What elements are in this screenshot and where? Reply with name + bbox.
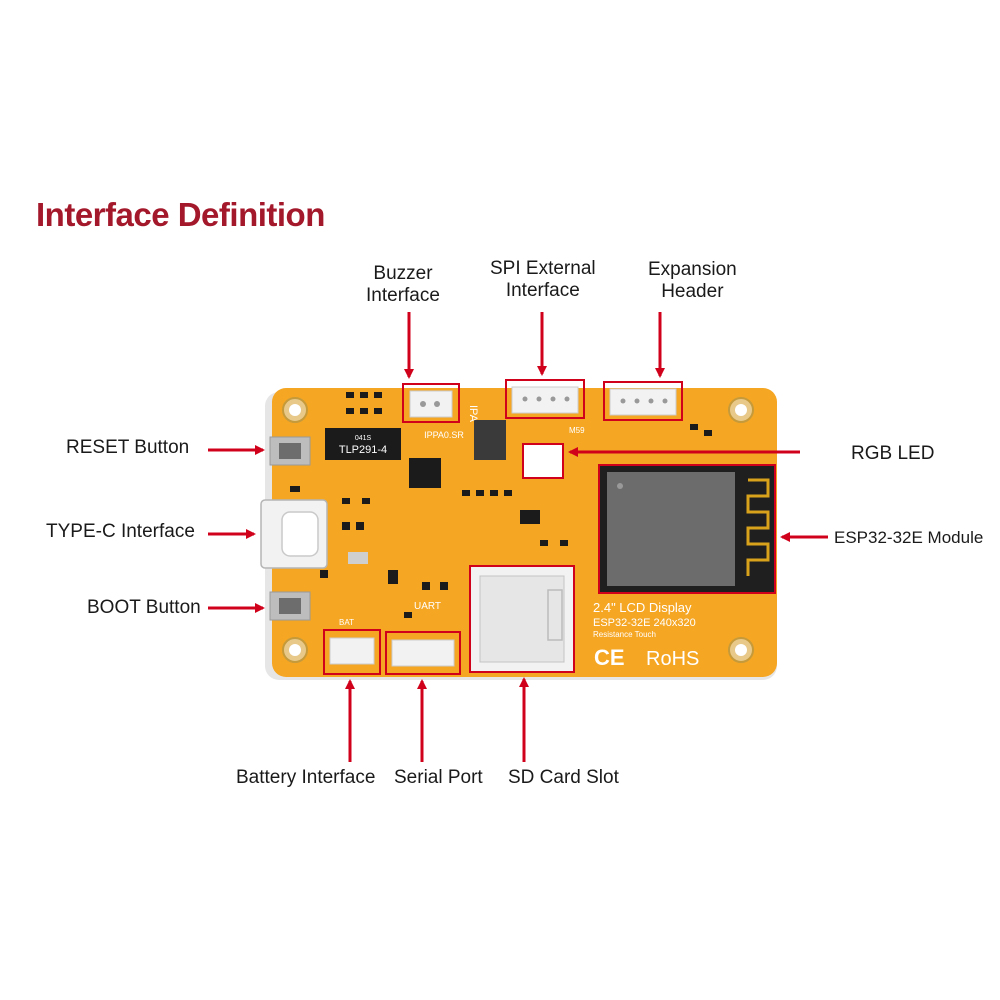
optocoupler-chip: 041S TLP291-4: [325, 428, 401, 460]
small-chip: [520, 510, 540, 524]
sd-card-slot: [469, 565, 575, 673]
callout-arrows: [208, 312, 828, 762]
expansion-connector: [603, 381, 683, 421]
mounting-holes: [282, 397, 754, 663]
regulator-chip: [409, 458, 441, 488]
reset-button: [269, 436, 311, 466]
silk-uart: UART: [414, 601, 441, 612]
silk-m59: M59: [569, 426, 585, 435]
silk-bat: BAT: [339, 618, 354, 627]
esp32-module-label: ESP32-32E Module: [834, 528, 984, 547]
page-title: Interface Definition: [36, 196, 325, 233]
smd-components: [290, 392, 712, 618]
boot-button: [269, 591, 311, 621]
ce-mark: CE: [594, 645, 625, 670]
esp32-module: [598, 464, 776, 594]
boot-button-label: BOOT Button: [87, 597, 201, 618]
silk-pins: IPPA0.SR: [424, 430, 464, 440]
typec-interface-label: TYPE-C Interface: [46, 521, 195, 542]
battery-connector: [323, 629, 381, 675]
rgb-led: [522, 443, 564, 479]
model-label: ESP32-32E 240x320: [593, 617, 696, 629]
serial-port-label: Serial Port: [394, 767, 483, 788]
svg-text:041S: 041S: [355, 435, 372, 442]
svg-text:TLP291-4: TLP291-4: [339, 444, 387, 456]
silk-ipa: IPA: [467, 405, 479, 423]
serial-connector: [385, 631, 461, 675]
spi-connector: [505, 379, 585, 419]
reset-button-label: RESET Button: [66, 437, 190, 458]
rgb-led-label: RGB LED: [851, 443, 935, 464]
touch-label: Resistance Touch: [593, 630, 656, 639]
battery-interface-label: Battery Interface: [236, 767, 376, 788]
buzzer-connector: [402, 383, 460, 423]
typec-connector: [260, 499, 328, 569]
rohs-mark: RoHS: [646, 648, 699, 670]
pcb-board: [272, 388, 777, 677]
sd-card-slot-label: SD Card Slot: [508, 767, 619, 788]
lcd-label: 2.4" LCD Display: [593, 600, 692, 615]
sot-chip: [474, 420, 506, 460]
